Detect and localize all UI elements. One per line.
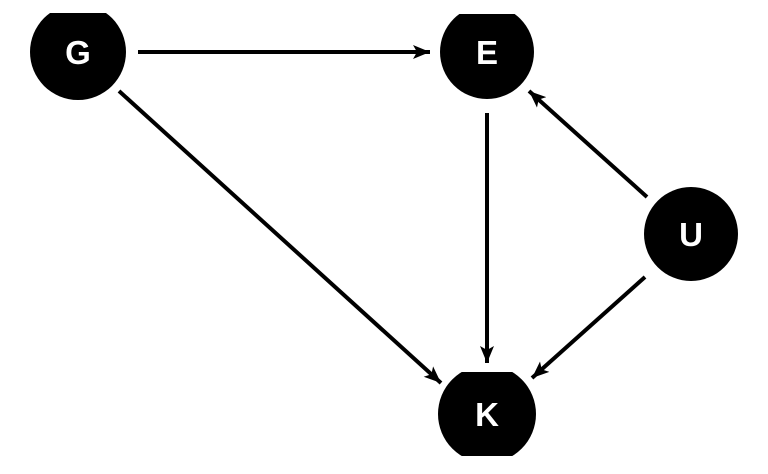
node-label-E: E — [476, 34, 498, 71]
node-label-G: G — [65, 34, 91, 71]
node-circle-U — [644, 187, 738, 281]
edge-U-to-E — [527, 89, 649, 199]
node-circle-E — [440, 14, 534, 99]
node-circle-G — [30, 13, 126, 100]
node-label-U: U — [679, 216, 703, 253]
edge-G-to-K — [117, 89, 443, 385]
node-label-K: K — [475, 396, 499, 433]
node-circle-K — [438, 372, 536, 456]
edge-U-to-K — [530, 275, 647, 380]
